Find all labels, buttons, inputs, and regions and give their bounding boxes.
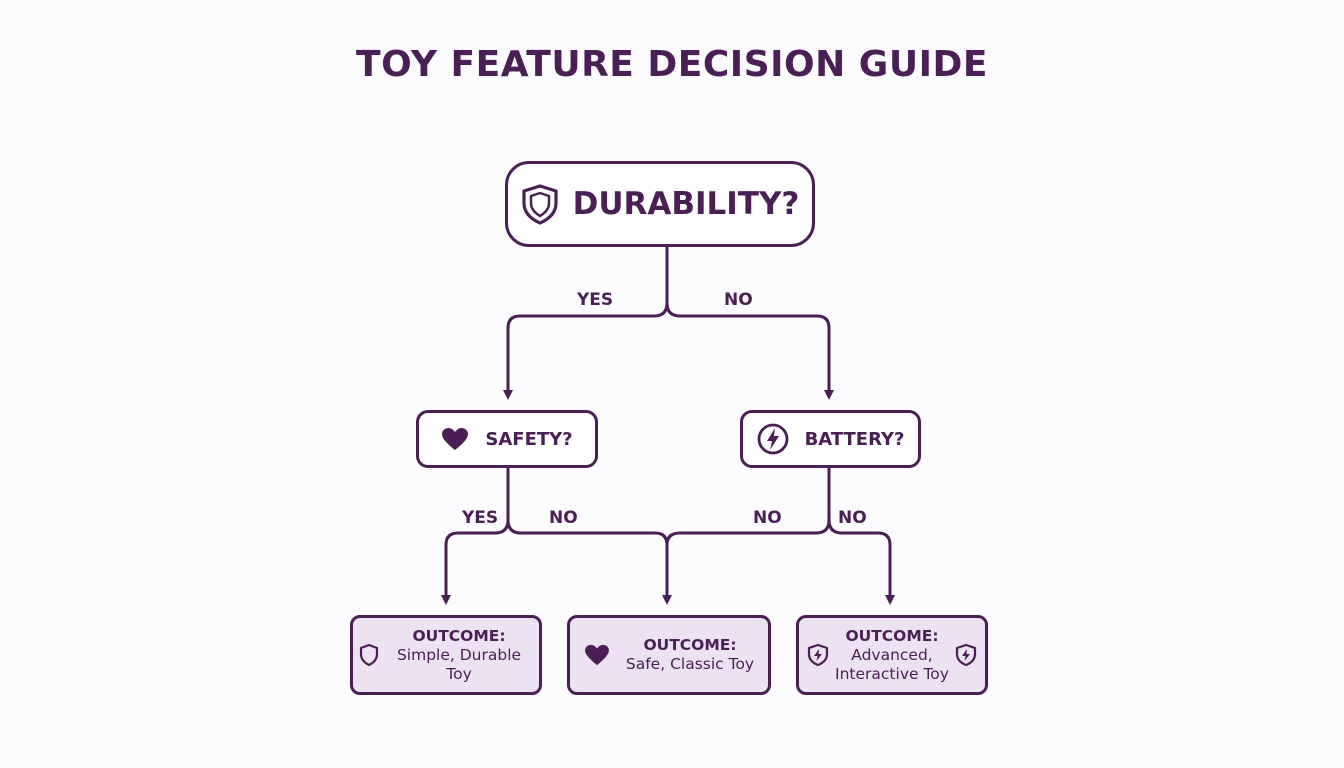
outcome-heading: OUTCOME: — [643, 636, 737, 654]
lightning-shield-icon — [807, 643, 829, 667]
outcome-advanced-interactive: OUTCOME: Advanced, Interactive Toy — [796, 615, 988, 695]
node-safety: SAFETY? — [416, 410, 598, 468]
branch-label-battery-no-right: NO — [838, 508, 867, 528]
connector-durability-yes — [503, 301, 669, 400]
heart-icon — [584, 644, 610, 666]
shield-icon — [359, 643, 379, 667]
connector-durability-no — [665, 301, 834, 400]
node-battery: BATTERY? — [740, 410, 921, 468]
lightning-shield-icon — [955, 643, 977, 667]
node-durability-label: DURABILITY? — [572, 186, 800, 222]
branch-label-safety-yes: YES — [462, 508, 499, 528]
node-durability: DURABILITY? — [505, 161, 815, 247]
outcome-description-line-2: Interactive Toy — [835, 664, 949, 683]
outcome-heading: OUTCOME: — [412, 626, 506, 645]
outcome-simple-durable: OUTCOME: Simple, Durable Toy — [350, 615, 542, 695]
lightning-icon — [757, 423, 789, 455]
outcome-description: Safe, Classic Toy — [625, 655, 755, 673]
outcome-description: Simple, Durable Toy — [396, 645, 522, 683]
connector-battery-no-left — [665, 518, 831, 547]
connector-safety-no — [506, 518, 672, 605]
shield-icon — [521, 183, 559, 225]
outcome-safe-classic: OUTCOME: Safe, Classic Toy — [567, 615, 771, 695]
branch-label-safety-no: NO — [549, 508, 578, 528]
outcome-heading: OUTCOME: — [845, 626, 939, 645]
outcome-description-line-1: Advanced, — [851, 645, 933, 664]
connector-battery-no-right — [827, 518, 895, 605]
branch-label-durability-no: NO — [724, 290, 753, 310]
branch-label-durability-yes: YES — [577, 290, 614, 310]
page-title: TOY FEATURE DECISION GUIDE — [356, 44, 988, 85]
heart-icon — [441, 427, 469, 451]
connector-safety-yes — [441, 518, 510, 605]
node-battery-label: BATTERY? — [804, 428, 905, 450]
branch-label-battery-no-left: NO — [753, 508, 782, 528]
node-safety-label: SAFETY? — [485, 428, 573, 450]
